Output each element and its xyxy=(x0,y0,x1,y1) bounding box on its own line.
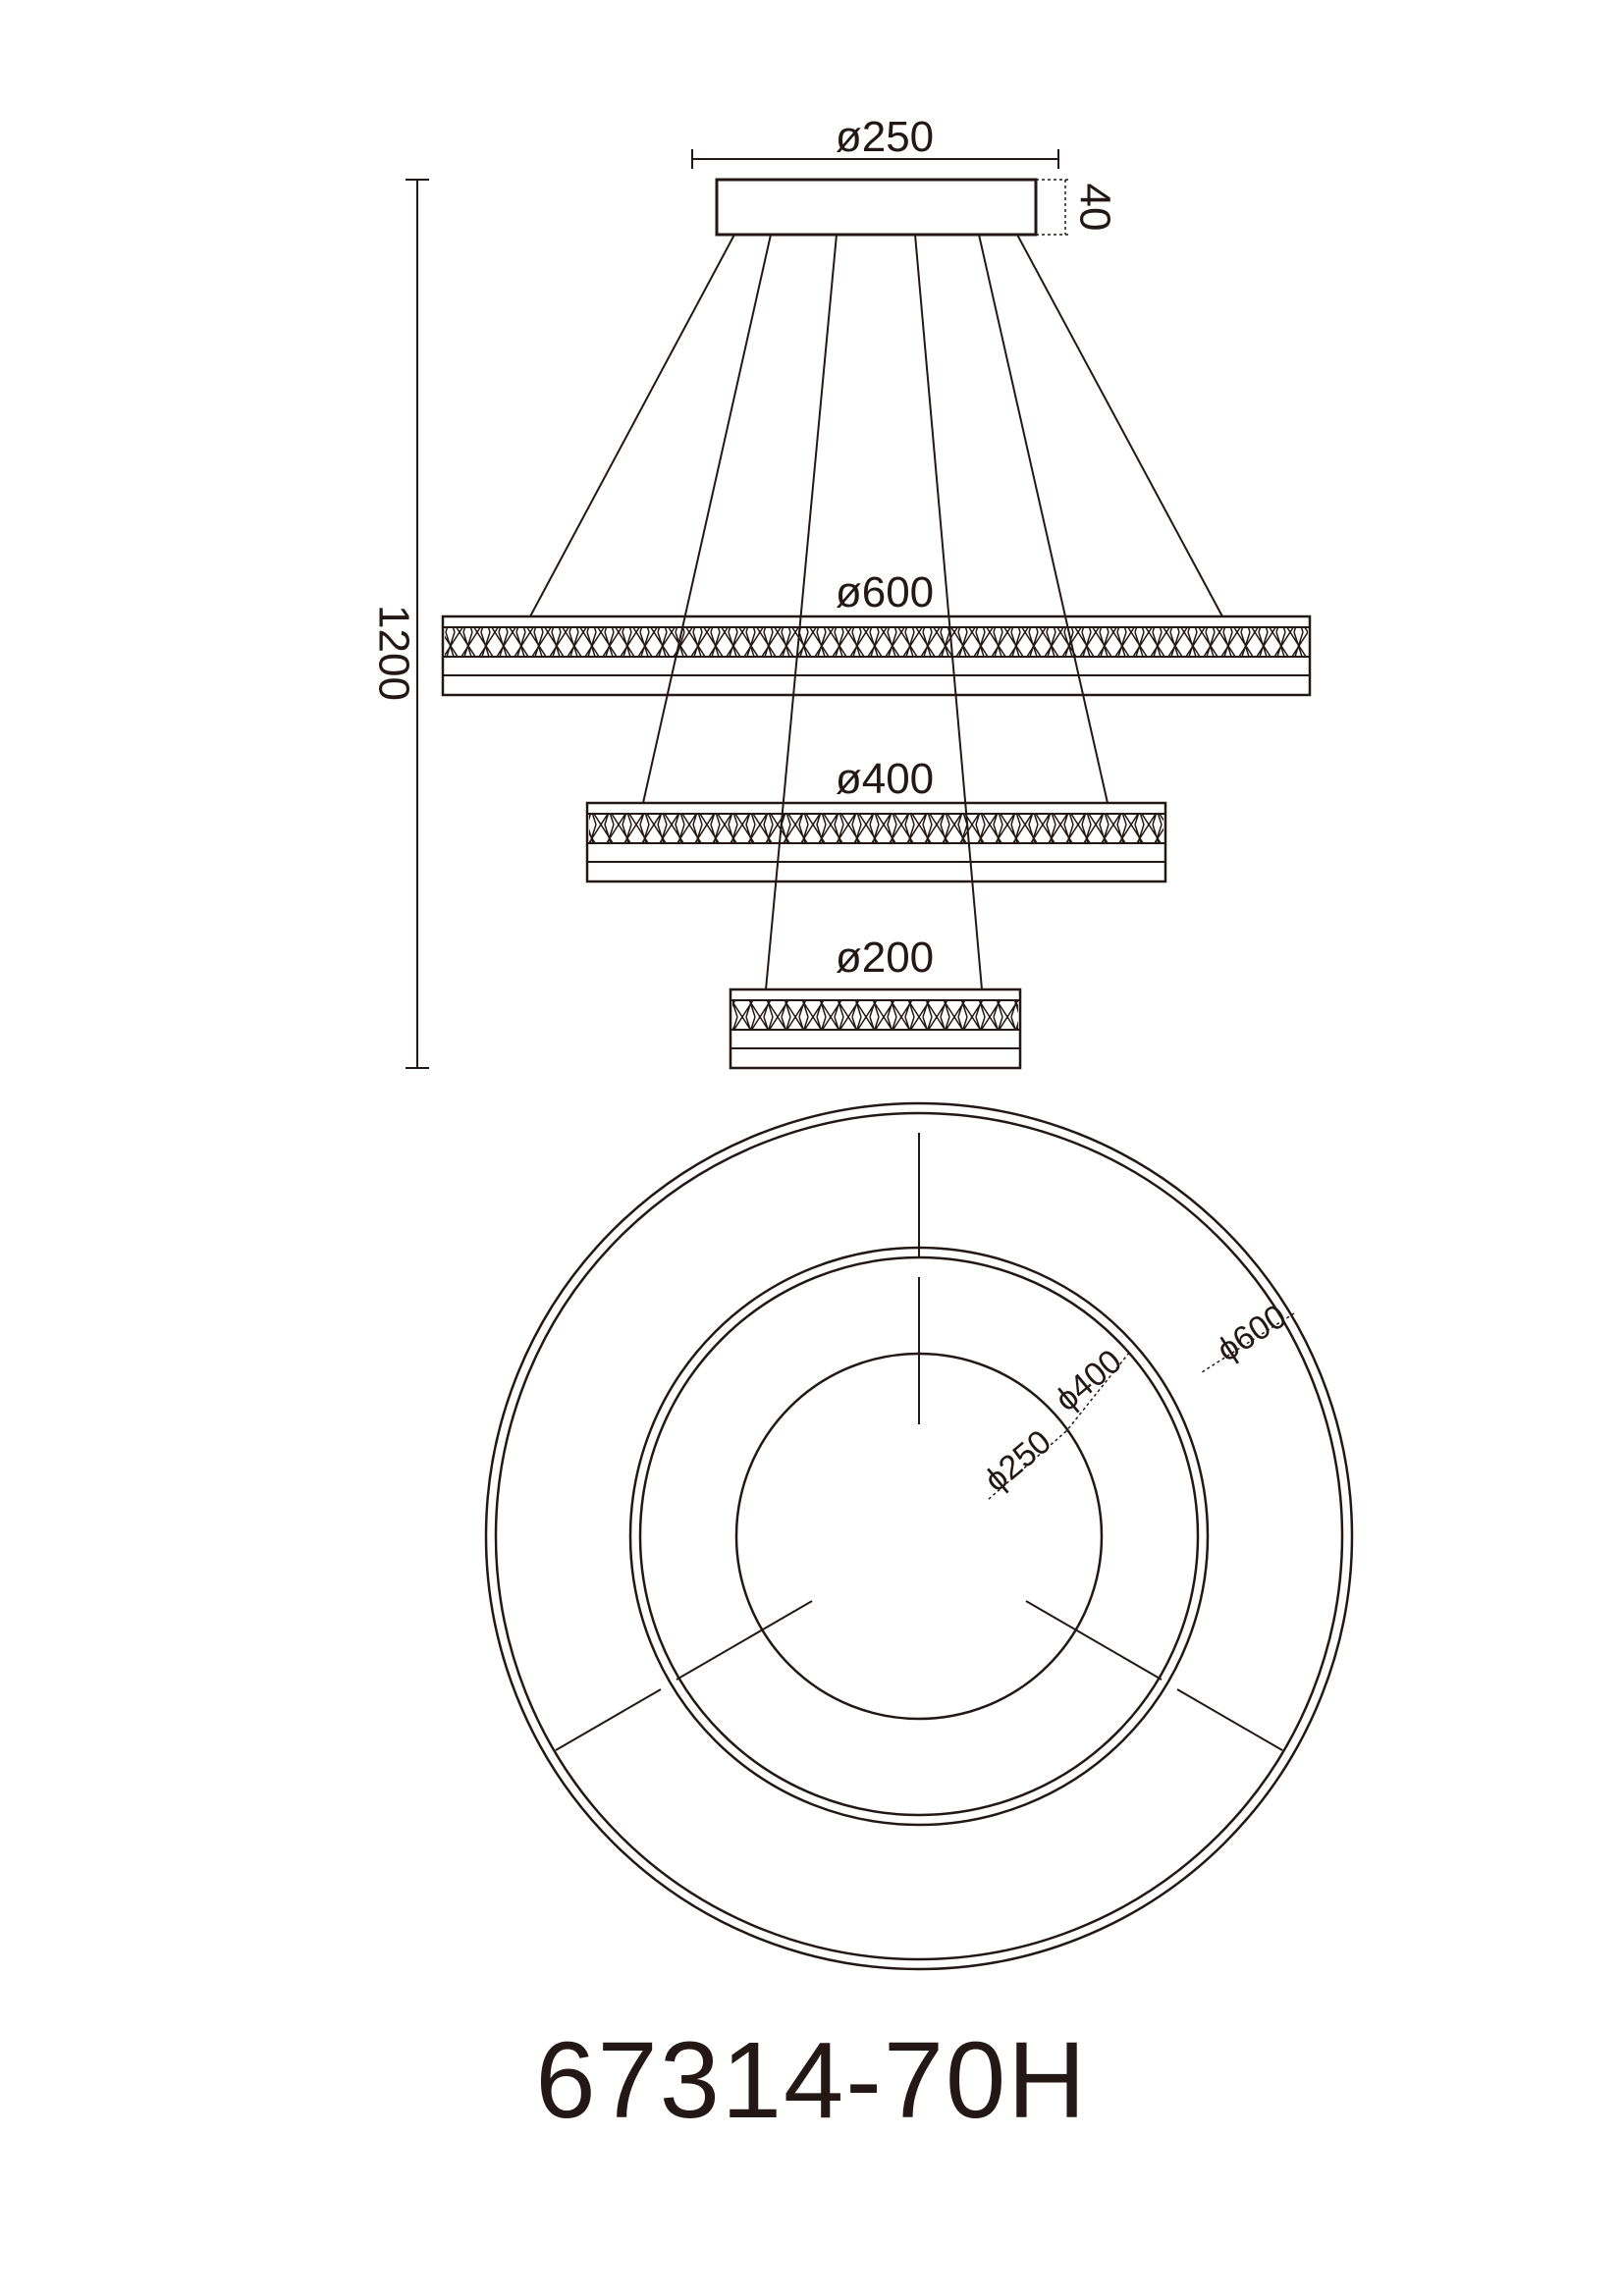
top-middle-ring-label: ϕ400 xyxy=(1048,1343,1128,1419)
top-view: ϕ600 ϕ400 ϕ250 xyxy=(484,1101,1354,1971)
ceiling-canopy xyxy=(715,178,1038,237)
canopy-height-dimension: 40 xyxy=(1036,179,1118,236)
total-height-label: 1200 xyxy=(369,605,417,701)
side-view: ø250 40 1200 xyxy=(369,113,1312,1070)
canopy-diameter-label: ø250 xyxy=(836,113,934,161)
outer-ring-outer-edge xyxy=(484,1101,1354,1971)
top-outer-ring-label: ϕ600 xyxy=(1211,1298,1293,1369)
outer-ring-inner-edge xyxy=(494,1111,1344,1961)
diameter-leaders xyxy=(987,1312,1295,1501)
large-ring: ø600 xyxy=(441,568,1312,697)
support-spokes xyxy=(555,1133,1283,1751)
canopy-height-label: 40 xyxy=(1070,184,1118,232)
small-ring: ø200 xyxy=(729,934,1022,1070)
medium-ring: ø400 xyxy=(585,755,1167,883)
suspension-cables xyxy=(529,234,1223,990)
model-number: 67314-70H xyxy=(535,2020,1088,2141)
ring-small-label: ø200 xyxy=(836,934,934,982)
ring-medium-label: ø400 xyxy=(836,755,934,803)
canopy-diameter-dimension: ø250 xyxy=(691,113,1059,169)
ring-large-label: ø600 xyxy=(836,568,934,616)
top-canopy-label: ϕ250 xyxy=(977,1423,1057,1500)
total-height-dimension: 1200 xyxy=(369,179,429,1069)
